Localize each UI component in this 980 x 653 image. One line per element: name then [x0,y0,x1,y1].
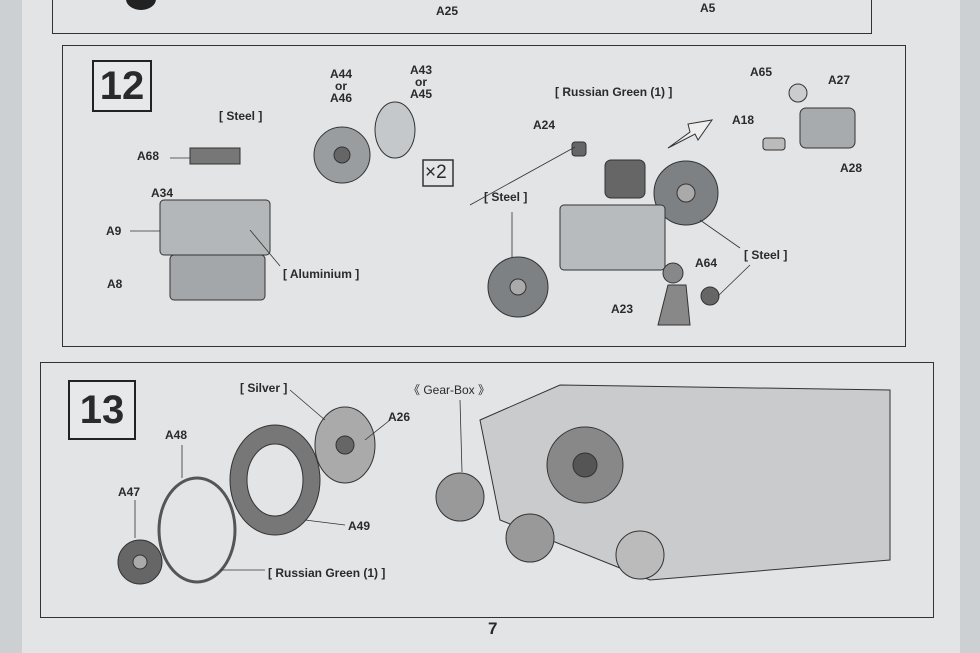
paint-silver: [ Silver ] [240,381,288,395]
step-11-panel [52,0,872,34]
step-12-panel [62,45,906,347]
part-label: A8 [107,277,123,291]
part-label: A28 [840,161,863,175]
part-label: A27 [828,73,851,87]
step-number: 13 [68,380,136,440]
part-label: or [335,79,347,93]
paint-russian-green: [ Russian Green (1) ] [268,566,386,580]
part-label: or [415,75,427,89]
step-11-badge [126,0,156,10]
quantity-x2: ×2 [425,162,447,183]
part-label: A68 [137,149,160,163]
step-number: 12 [92,60,152,112]
part-label: A45 [410,87,433,101]
part-label: A26 [388,410,411,424]
part-label: A49 [348,519,371,533]
paint-aluminium: [ Aluminium ] [283,267,360,281]
part-label: A5 [700,1,716,15]
step-13-panel [40,362,934,618]
part-label: A47 [118,485,141,499]
part-label: A18 [732,113,755,127]
part-label: A23 [611,302,634,316]
part-label: A24 [533,118,556,132]
part-label: A44 [330,67,353,81]
paint-russian-green: [ Russian Green (1) ] [555,85,673,99]
page-number: 7 [488,619,498,638]
part-label: A46 [330,91,353,105]
part-label: A64 [695,256,718,270]
paint-steel: [ Steel ] [744,248,788,262]
part-label: A34 [151,186,174,200]
paint-steel: [ Steel ] [484,190,528,204]
part-label: A25 [436,4,459,18]
gear-box-label: 《 Gear-Box 》 [408,383,491,397]
part-label: A43 [410,63,433,77]
part-label: A65 [750,65,773,79]
part-label: A48 [165,428,188,442]
paint-steel: [ Steel ] [219,109,263,123]
part-label: A9 [106,224,122,238]
